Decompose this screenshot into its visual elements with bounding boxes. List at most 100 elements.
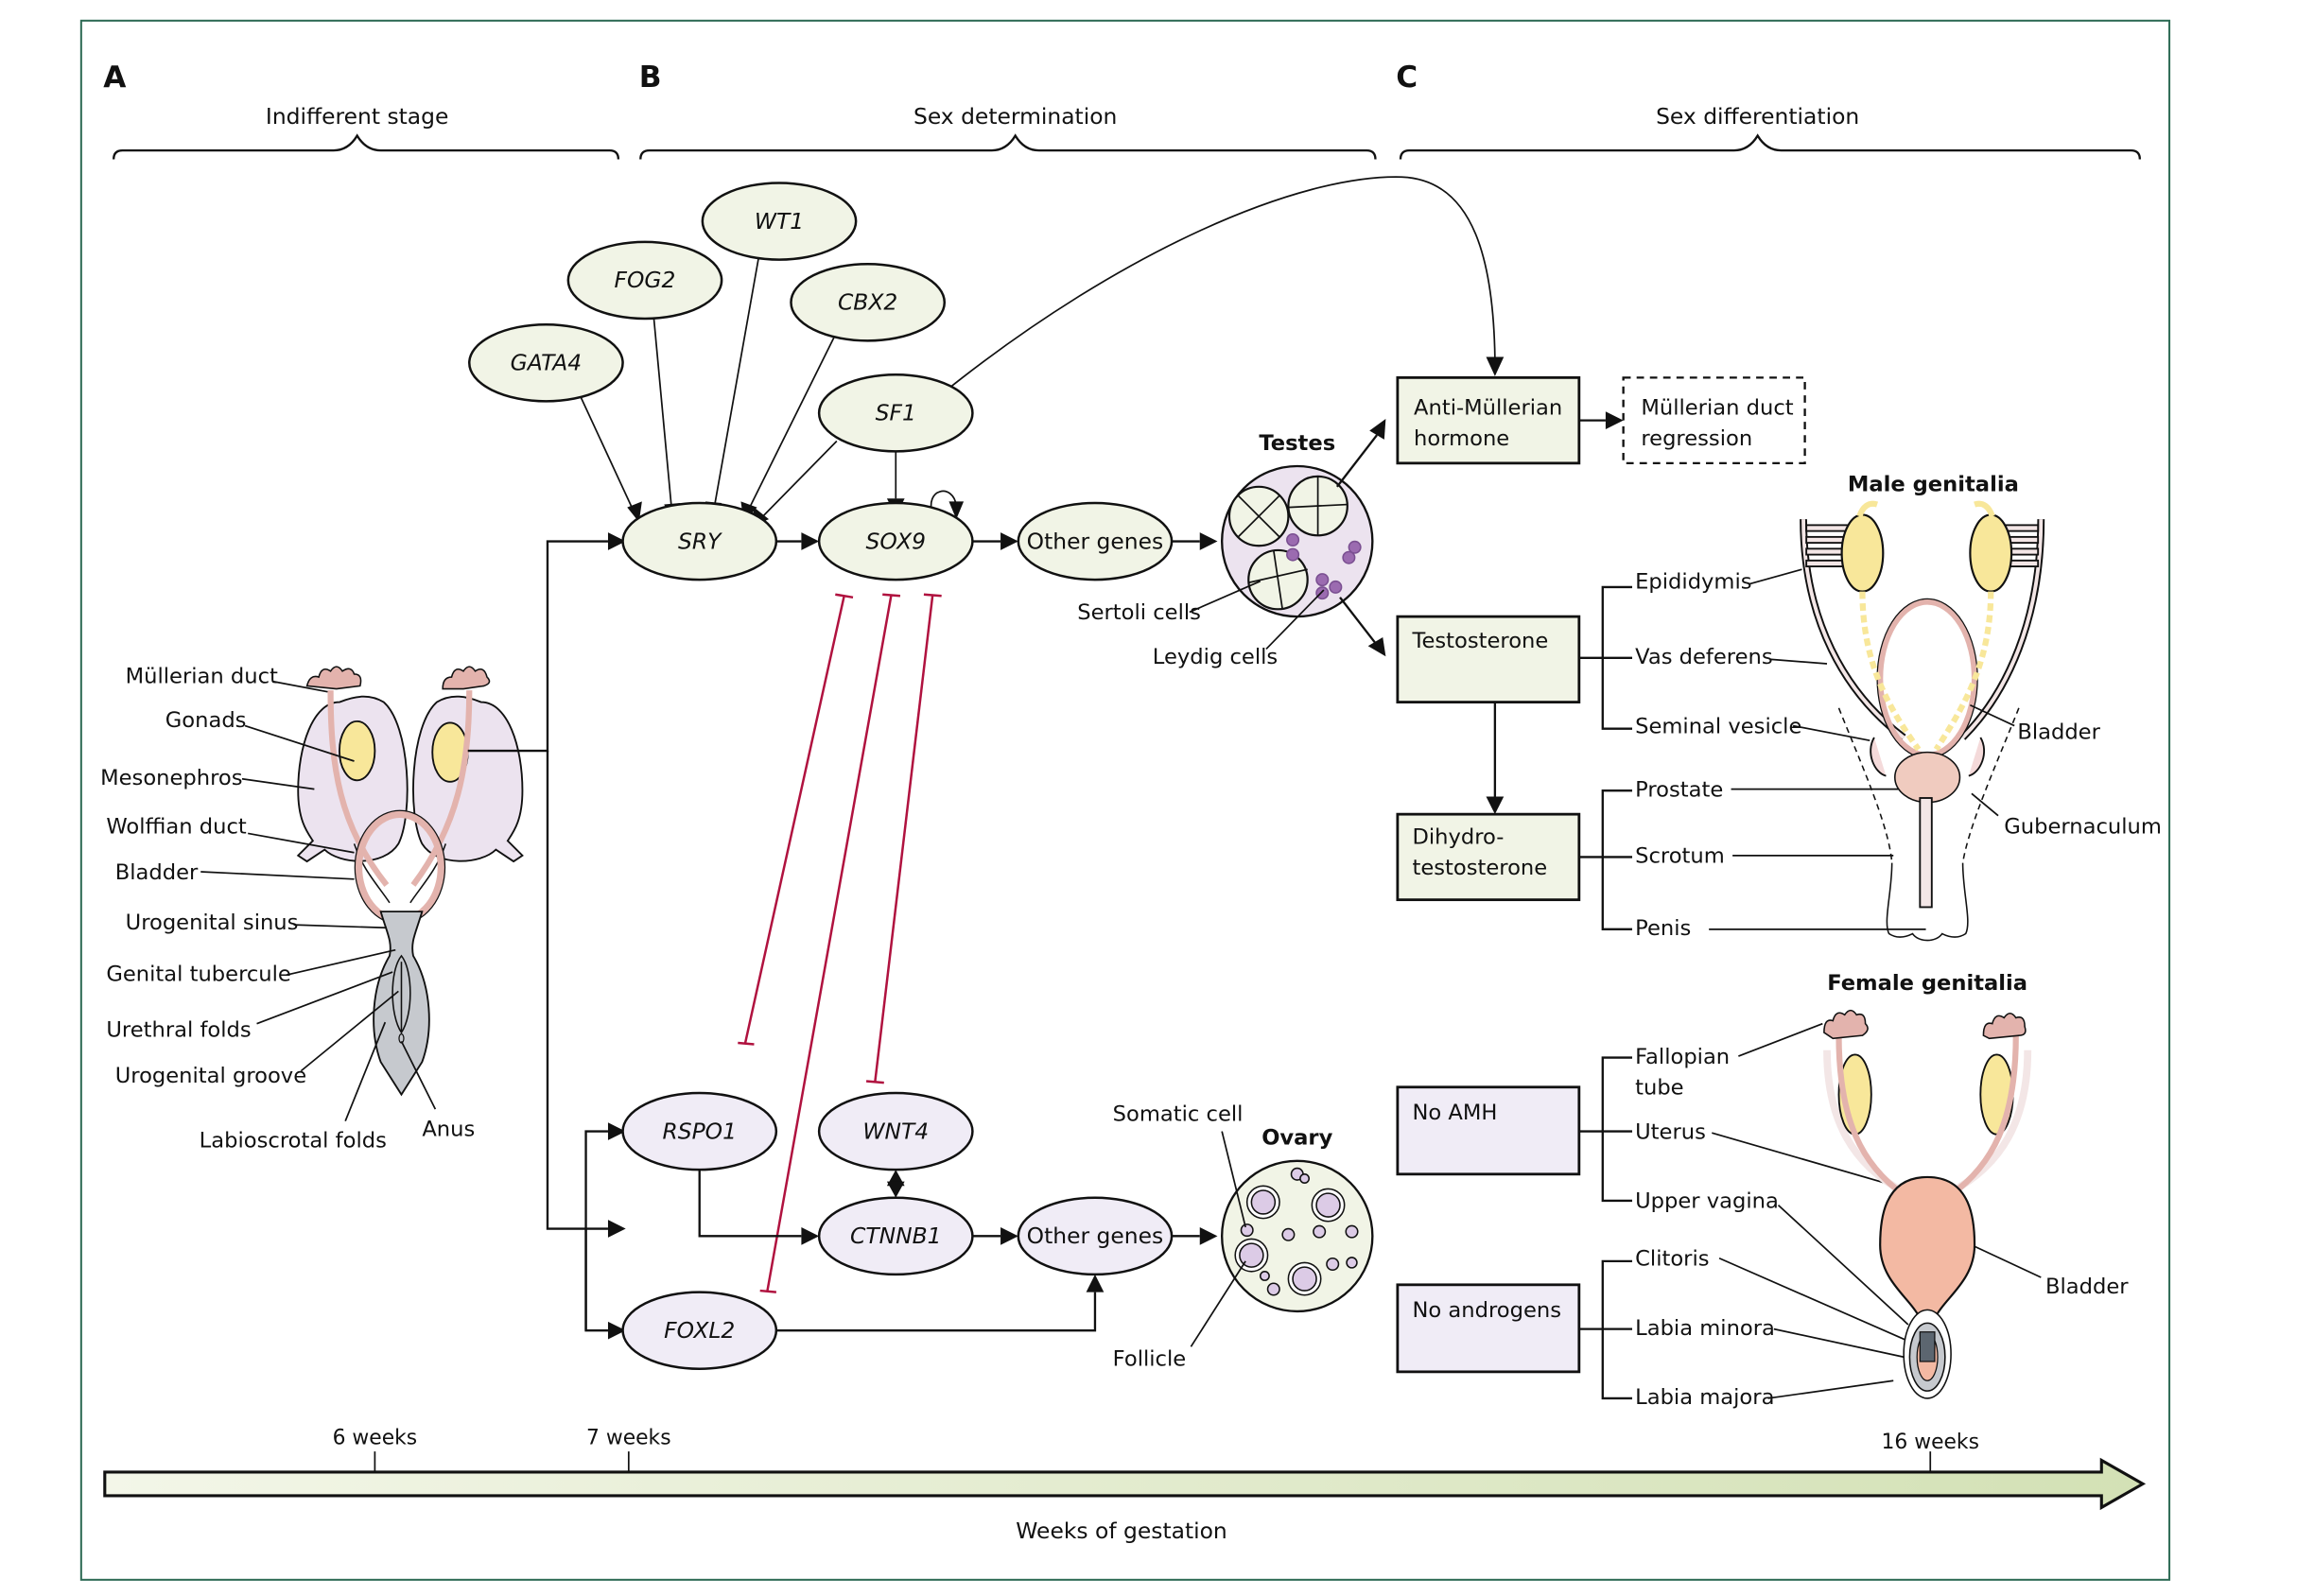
gestation-timeline: 6 weeks 7 weeks 16 weeks Weeks of gestat… <box>103 1426 2147 1544</box>
label-genital-tubercule: Genital tubercule <box>106 962 290 986</box>
arrowhead-foxl2-other <box>1086 1274 1105 1292</box>
appendix-left <box>1856 500 1879 518</box>
node-ctnnb1-label: CTNNB1 <box>850 1223 942 1249</box>
seminiferous-tubule <box>1227 485 1290 547</box>
box-mullerian-duct-regression[interactable]: Müllerian duct regression <box>1622 376 1806 465</box>
mdr-line-2: regression <box>1641 426 1752 451</box>
node-ctnnb1[interactable]: CTNNB1 <box>817 1196 974 1276</box>
amh-line-2: hormone <box>1414 426 1509 451</box>
ovary-illustration: Ovary Somatic cell Follicle <box>1113 1102 1374 1372</box>
bracket-testosterone <box>1578 585 1633 730</box>
node-sf1[interactable]: SF1 <box>817 373 974 453</box>
leader-labioscrotal-folds <box>344 1021 387 1121</box>
male-gene-network: WT1 FOG2 CBX2 GATA4 SF1 SRY SOX9 Other <box>468 176 1505 581</box>
label-epididymis: Epididymis <box>1635 569 1751 594</box>
prostate <box>1894 751 1961 804</box>
panel-a-header: A Indifferent stage <box>103 61 620 160</box>
edge-cbx2-sry <box>749 334 837 509</box>
gubernaculum-left <box>1837 707 1893 863</box>
leader-labia-majora <box>1767 1379 1894 1399</box>
vas-deferens-left <box>1859 591 1922 752</box>
panel-c-header: C Sex differentiation <box>1396 61 2142 160</box>
node-fog2[interactable]: FOG2 <box>566 240 723 321</box>
seminiferous-tubule <box>1287 475 1348 537</box>
edge-testes-testosterone <box>1339 597 1377 644</box>
leader-fallopian-tube <box>1738 1022 1823 1057</box>
mullerian-fimbria-right <box>442 666 491 690</box>
inhibition-lines <box>738 593 942 1293</box>
node-rspo1[interactable]: RSPO1 <box>621 1091 778 1171</box>
node-cbx2[interactable]: CBX2 <box>790 263 947 342</box>
node-female-other-genes-label: Other genes <box>1027 1223 1164 1249</box>
box-anti-mullerian-hormone[interactable]: Anti-Müllerian hormone <box>1396 375 1581 465</box>
inhibition-sox9-rspo1 <box>743 596 845 1044</box>
bracket-no-amh <box>1578 1056 1633 1203</box>
dht-line-1: Dihydro- <box>1412 824 1504 849</box>
label-anus: Anus <box>422 1117 475 1141</box>
node-female-other-genes[interactable]: Other genes <box>1017 1196 1174 1276</box>
inhibition-sox9-wnt4 <box>874 594 934 1082</box>
male-genitalia-illustration: Male genitalia Bladder Gubernaculum <box>1800 473 2162 942</box>
female-genitalia-illustration: Female genitalia Bladder <box>1823 971 2129 1399</box>
label-uterus: Uterus <box>1635 1119 1706 1144</box>
vas-deferens-right <box>1933 591 1994 752</box>
clitoris <box>1919 1331 1936 1362</box>
node-cbx2-label: CBX2 <box>838 289 897 316</box>
leader-epididymis <box>1749 568 1802 585</box>
edge-sf1-amh <box>947 176 1496 390</box>
gonad-left <box>338 720 376 782</box>
arrowhead-to-rspo1 <box>607 1122 626 1140</box>
male-genitalia-title: Male genitalia <box>1848 473 2019 497</box>
mullerian-duct-left <box>327 690 390 887</box>
label-scrotum: Scrotum <box>1635 844 1725 869</box>
box-testosterone[interactable]: Testosterone <box>1396 615 1581 703</box>
panel-letter-a: A <box>103 61 126 95</box>
leader-gonads <box>244 724 355 762</box>
brace-a <box>112 133 620 160</box>
leader-leydig-cells <box>1265 589 1325 651</box>
label-gonads: Gonads <box>165 708 247 733</box>
label-gubernaculum: Gubernaculum <box>2004 814 2162 839</box>
leader-wolffian-duct <box>248 832 355 854</box>
epididymis-duct-left-inner <box>1801 519 1905 739</box>
label-seminal-vesicle: Seminal vesicle <box>1635 714 1801 738</box>
node-gata4[interactable]: GATA4 <box>468 322 624 403</box>
leader-bladder-a <box>200 871 355 880</box>
stage-title-sex-determination: Sex determination <box>913 103 1117 130</box>
label-leydig-cells: Leydig cells <box>1153 645 1278 669</box>
node-male-other-genes[interactable]: Other genes <box>1017 501 1174 581</box>
box-dihydrotestosterone[interactable]: Dihydro- testosterone <box>1396 812 1581 902</box>
node-sox9[interactable]: SOX9 <box>817 501 974 581</box>
male-target-labels: Epididymis Vas deferens Seminal vesicle … <box>1635 568 1926 941</box>
box-no-androgens[interactable]: No androgens <box>1396 1283 1581 1374</box>
arrowhead-other-testes <box>1199 532 1218 550</box>
node-sry-label: SRY <box>678 528 722 554</box>
node-wt1[interactable]: WT1 <box>701 182 858 261</box>
inhibition-sox9-foxl2 <box>766 594 893 1292</box>
testes-title: Testes <box>1259 431 1335 456</box>
box-no-amh[interactable]: No AMH <box>1396 1085 1581 1176</box>
label-wolffian-duct: Wolffian duct <box>106 814 247 839</box>
panel-letter-c: C <box>1396 61 1418 95</box>
arrowhead-ctnnb1-down <box>886 1181 905 1198</box>
edge-foxl2-other <box>775 1292 1097 1332</box>
node-foxl2[interactable]: FOXL2 <box>621 1291 778 1370</box>
node-sry[interactable]: SRY <box>621 501 778 581</box>
arrowhead-amh-regression <box>1605 411 1624 429</box>
leader-mesonephros <box>241 777 315 790</box>
label-labia-minora: Labia minora <box>1635 1316 1775 1341</box>
brace-b <box>639 133 1377 160</box>
tick-label-6-weeks: 6 weeks <box>333 1426 418 1449</box>
label-mullerian-duct: Müllerian duct <box>126 664 278 688</box>
connector-to-sry <box>467 540 608 753</box>
label-prostate: Prostate <box>1635 777 1723 802</box>
seminal-vesicle-left <box>1870 737 1887 777</box>
fallopian-tube-left <box>1836 1035 1905 1198</box>
node-wnt4[interactable]: WNT4 <box>817 1091 974 1171</box>
arrowhead-rspo1-ctnnb1 <box>801 1226 820 1245</box>
arrowhead-sf1-amh <box>1486 356 1505 376</box>
edge-sf1-sry <box>762 440 838 517</box>
inhibition-bar-wnt4 <box>865 1080 884 1084</box>
label-urethral-folds: Urethral folds <box>106 1018 251 1043</box>
